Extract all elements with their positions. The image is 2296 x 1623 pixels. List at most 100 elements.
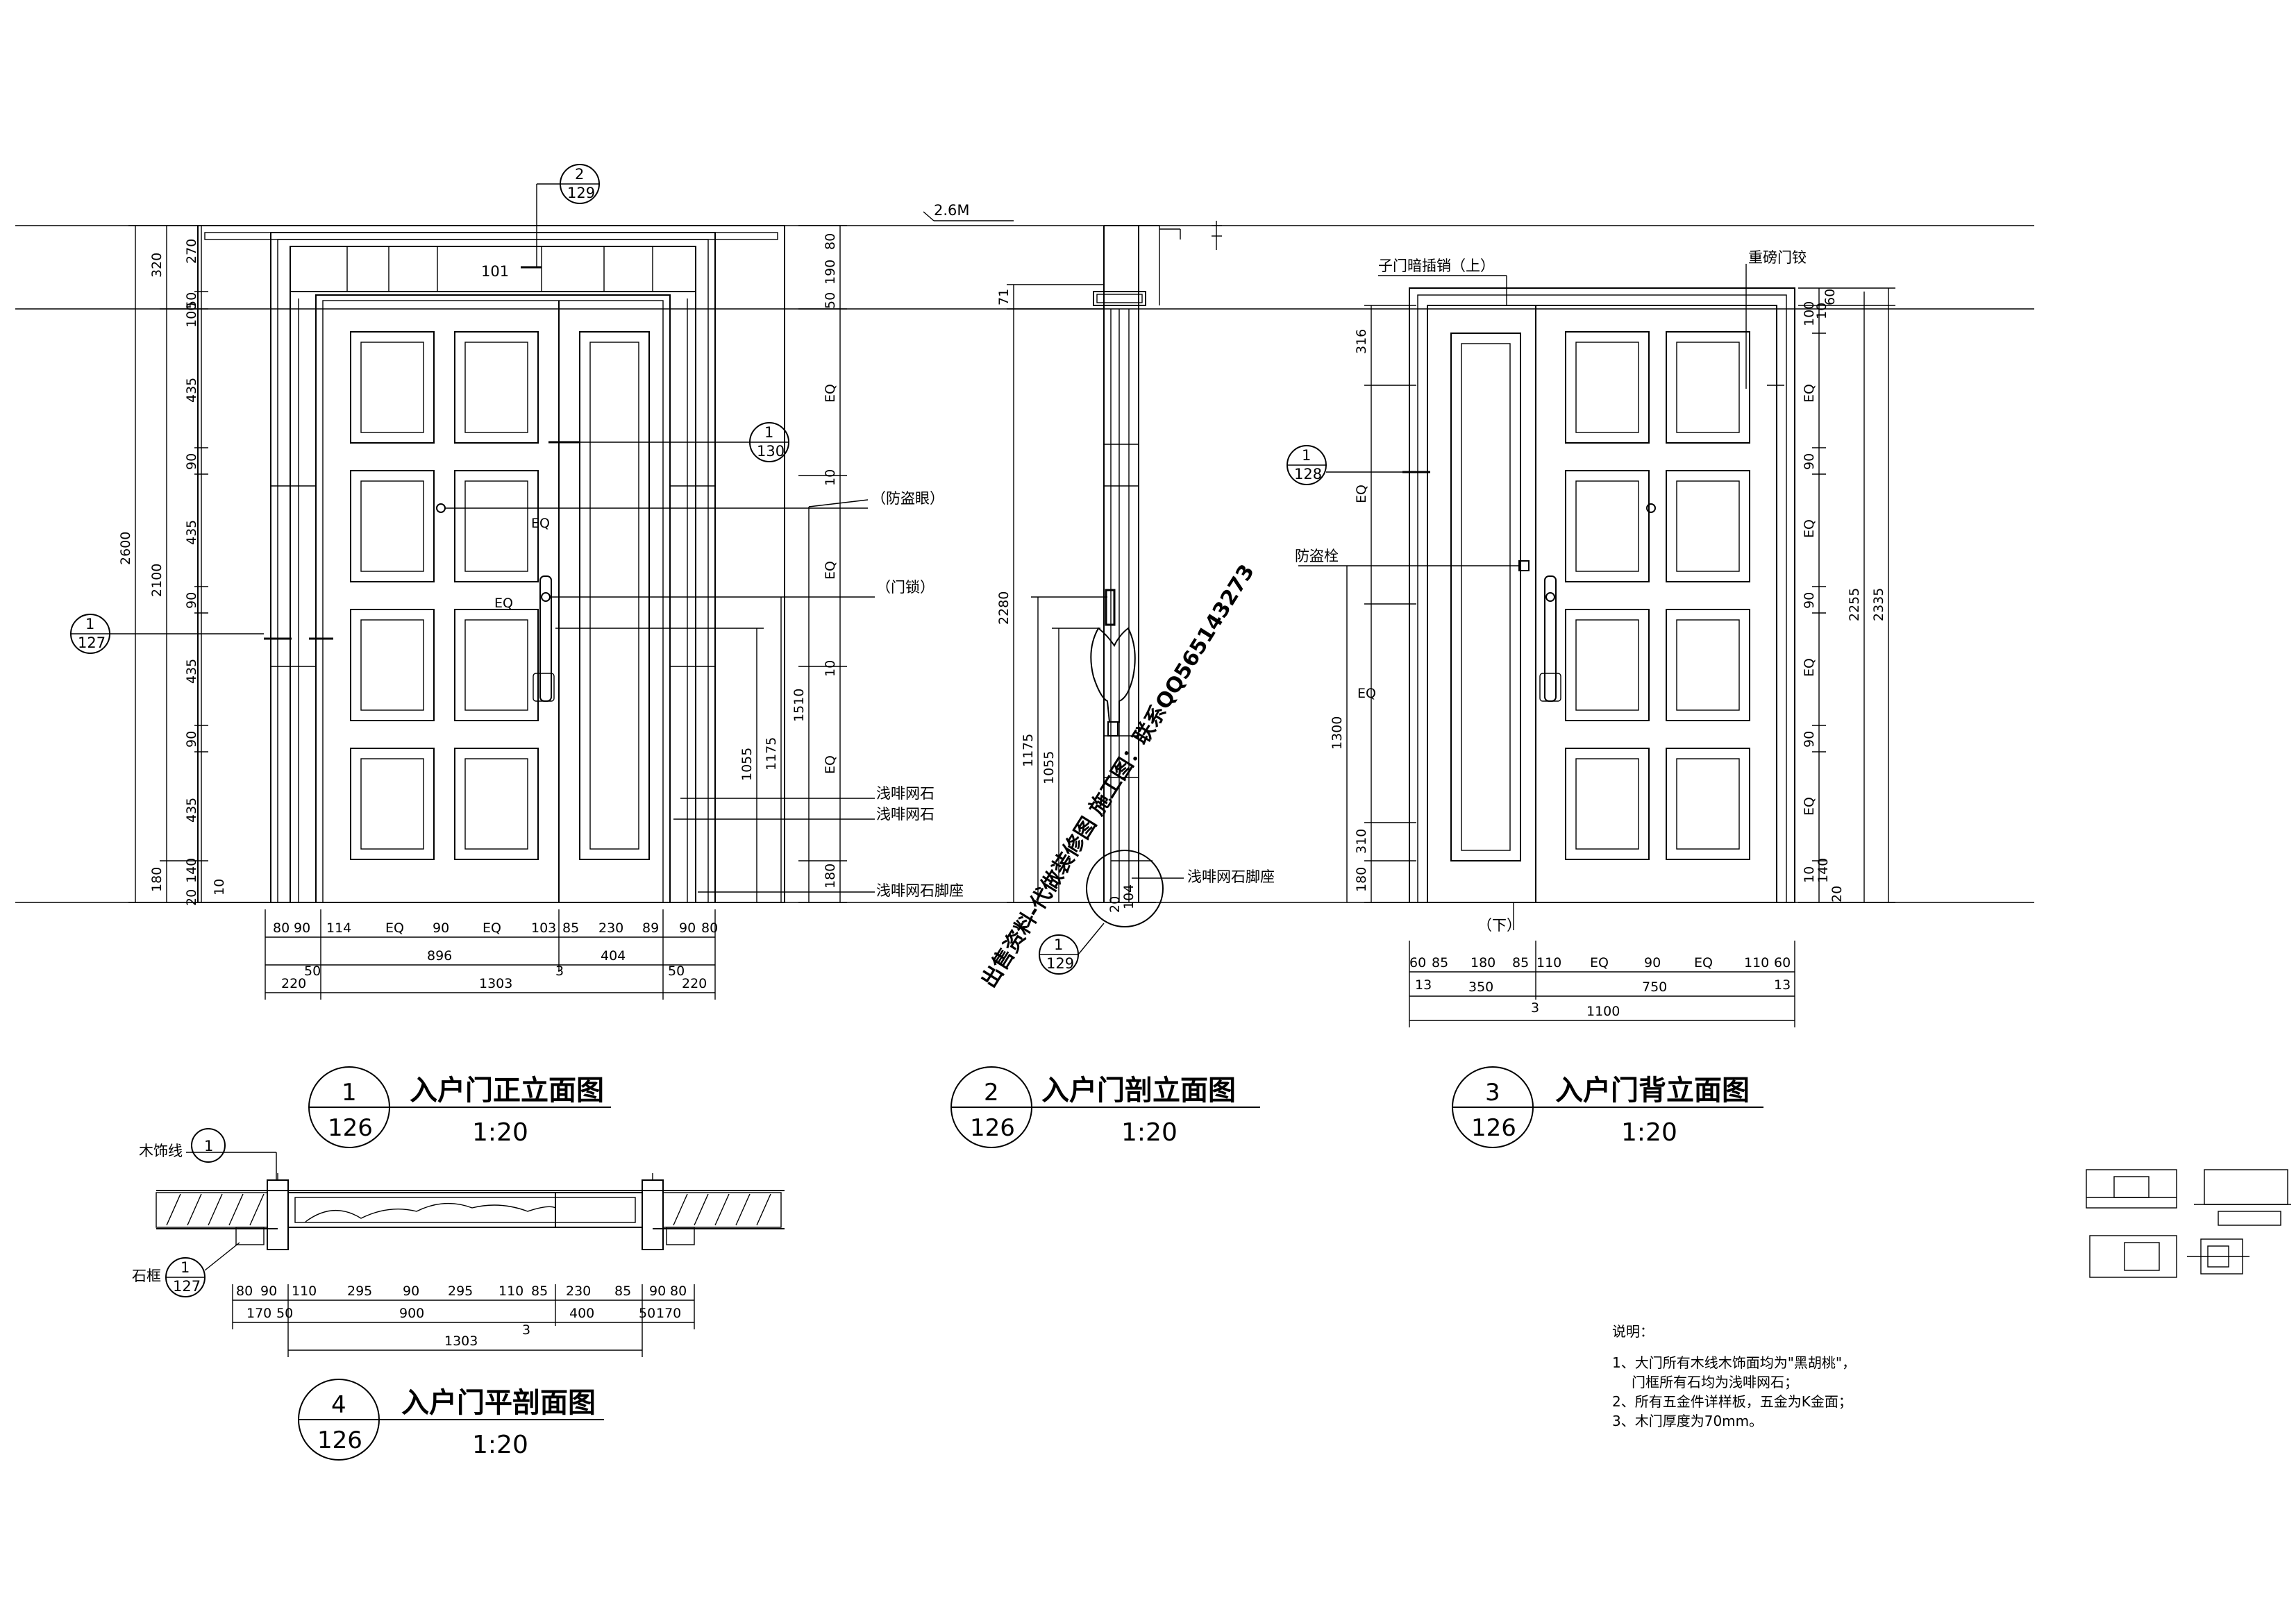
stone-label-1: 浅啡网石 — [876, 785, 935, 802]
svg-text:190: 190 — [823, 260, 838, 285]
svg-text:220: 220 — [281, 976, 306, 991]
svg-text:103: 103 — [531, 920, 556, 936]
notes-title: 说明： — [1612, 1323, 1654, 1340]
svg-text:EQ: EQ — [1590, 955, 1609, 970]
svg-text:90: 90 — [1802, 731, 1817, 748]
callout-1-127: 1 127 — [70, 614, 264, 654]
svg-text:1303: 1303 — [444, 1334, 478, 1349]
svg-text:20: 20 — [1107, 896, 1123, 913]
svg-text:1:20: 1:20 — [1121, 1118, 1178, 1147]
title-view-1: 1 126 入户门正立面图 1:20 — [308, 1066, 611, 1148]
peephole-label: （防盗眼） — [871, 490, 944, 507]
svg-text:85: 85 — [614, 1284, 631, 1299]
svg-text:EQ: EQ — [385, 920, 404, 936]
panel-grid-left — [350, 331, 539, 860]
watermark-text: 出售资料-代做装修图 施工图：联系QQ565143273 — [977, 560, 1259, 992]
back-elevation-labels: 子门暗插销（上） 重磅门铰 防盗栓 （下） — [1295, 249, 1807, 934]
svg-text:13: 13 — [1774, 977, 1791, 993]
title-view-2: 2 126 入户门剖立面图 1:20 — [950, 1066, 1260, 1148]
svg-text:90: 90 — [433, 920, 449, 936]
svg-text:1: 1 — [1302, 447, 1311, 464]
svg-text:100: 100 — [1802, 301, 1817, 326]
svg-text:350: 350 — [1468, 979, 1493, 995]
callout-1-130: 1 130 — [580, 422, 789, 462]
svg-text:126: 126 — [1471, 1114, 1516, 1142]
svg-text:3、木门厚度为70mm。: 3、木门厚度为70mm。 — [1612, 1413, 1763, 1429]
svg-text:EQ: EQ — [1354, 485, 1369, 503]
svg-text:EQ: EQ — [1802, 384, 1817, 403]
room-number: 101 — [481, 263, 509, 280]
svg-text:10: 10 — [823, 660, 838, 677]
svg-text:220: 220 — [682, 976, 707, 991]
svg-text:80: 80 — [701, 920, 718, 936]
svg-text:110: 110 — [1536, 955, 1561, 970]
guard-bolt-label: 防盗栓 — [1295, 548, 1339, 564]
callout-plan-bottom: 1 127 — [165, 1242, 240, 1297]
back-elevation-dims-left: 316 EQ 1300 310 180 EQ — [1330, 305, 1416, 903]
svg-text:EQ: EQ — [531, 516, 550, 531]
svg-text:EQ: EQ — [1357, 686, 1376, 701]
svg-text:114: 114 — [326, 920, 351, 936]
svg-text:90: 90 — [679, 920, 696, 936]
door-handle-icon — [533, 575, 555, 702]
svg-text:89: 89 — [642, 920, 659, 936]
svg-text:3: 3 — [1531, 1000, 1539, 1016]
svg-text:90: 90 — [403, 1284, 419, 1299]
svg-text:90: 90 — [1802, 453, 1817, 470]
svg-text:50: 50 — [304, 964, 321, 979]
svg-text:90: 90 — [184, 731, 199, 748]
detail-thumbnails — [2086, 1169, 2291, 1278]
svg-text:90: 90 — [649, 1284, 666, 1299]
svg-text:入户门平剖面图: 入户门平剖面图 — [401, 1387, 596, 1419]
svg-text:1: 1 — [1054, 936, 1063, 953]
svg-text:90: 90 — [260, 1284, 277, 1299]
svg-text:100: 100 — [184, 303, 199, 328]
back-elevation-dims-bottom: 60 85 180 85 110 EQ 90 EQ 110 60 13 350 … — [1409, 941, 1795, 1027]
svg-text:EQ: EQ — [483, 920, 501, 936]
front-elevation-dims-left: 2600 320 2100 180 270 100 50 435 90 435 … — [118, 225, 227, 906]
svg-text:入户门正立面图: 入户门正立面图 — [410, 1075, 604, 1107]
svg-text:13: 13 — [1415, 977, 1432, 993]
svg-text:50: 50 — [276, 1306, 293, 1321]
svg-text:750: 750 — [1642, 979, 1667, 995]
svg-text:295: 295 — [448, 1284, 473, 1299]
svg-text:EQ: EQ — [823, 561, 838, 580]
svg-text:EQ: EQ — [1802, 658, 1817, 677]
svg-text:900: 900 — [399, 1306, 424, 1321]
svg-text:3: 3 — [522, 1322, 530, 1338]
svg-text:80: 80 — [273, 920, 290, 936]
svg-text:230: 230 — [598, 920, 623, 936]
svg-text:50: 50 — [184, 292, 199, 309]
callout-plan-top: 1 — [191, 1128, 226, 1163]
svg-text:435: 435 — [184, 798, 199, 823]
svg-text:404: 404 — [601, 948, 626, 964]
svg-text:80: 80 — [823, 233, 838, 250]
svg-text:60: 60 — [1774, 955, 1791, 970]
svg-text:EQ: EQ — [1802, 519, 1817, 538]
panel-grid-right — [1565, 331, 1750, 860]
svg-text:170: 170 — [656, 1306, 681, 1321]
svg-text:门框所有石均为浅啡网石；: 门框所有石均为浅啡网石； — [1632, 1374, 1798, 1390]
svg-text:10: 10 — [212, 879, 227, 895]
plan-section-dims: 80 90 110 295 90 295 110 85 230 85 90 80… — [232, 1284, 695, 1357]
svg-text:295: 295 — [347, 1284, 372, 1299]
svg-text:71: 71 — [996, 289, 1012, 305]
svg-text:435: 435 — [184, 378, 199, 403]
svg-text:270: 270 — [184, 239, 199, 264]
stone-label-2: 浅啡网石 — [876, 806, 935, 823]
svg-text:127: 127 — [78, 634, 106, 651]
svg-text:60: 60 — [1822, 289, 1838, 305]
svg-text:180: 180 — [823, 864, 838, 889]
svg-text:2: 2 — [575, 166, 584, 183]
svg-text:130: 130 — [757, 443, 785, 460]
svg-text:1、大门所有木线木饰面均为"黑胡桃"，: 1、大门所有木线木饰面均为"黑胡桃"， — [1612, 1354, 1856, 1371]
svg-text:50: 50 — [639, 1306, 655, 1321]
svg-text:EQ: EQ — [494, 596, 513, 611]
svg-text:1: 1 — [342, 1079, 357, 1107]
svg-text:2255: 2255 — [1847, 588, 1862, 621]
svg-text:110: 110 — [292, 1284, 317, 1299]
lock-label: （门锁） — [876, 579, 935, 596]
svg-text:2、所有五金件详样板，五金为K金面；: 2、所有五金件详样板，五金为K金面； — [1612, 1393, 1852, 1410]
svg-text:20: 20 — [184, 889, 199, 906]
svg-text:1055: 1055 — [739, 748, 755, 781]
